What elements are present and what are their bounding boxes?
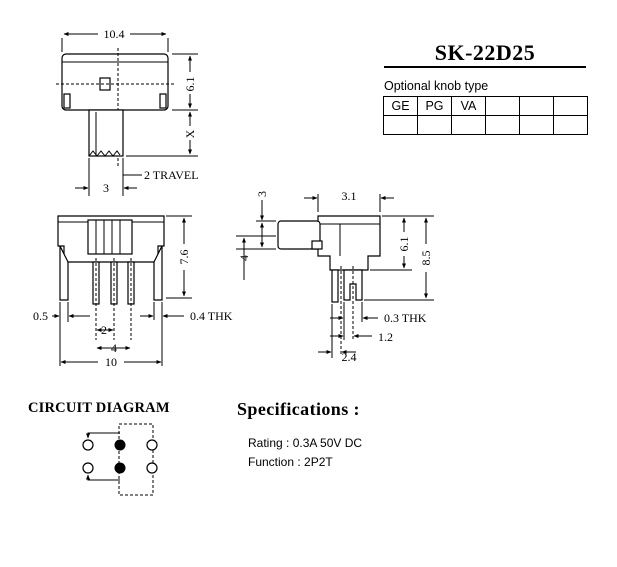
terminal-bottom-left bbox=[82, 462, 94, 474]
top-width-label: 10.4 bbox=[104, 27, 125, 41]
body-width-label: 10 bbox=[105, 355, 117, 369]
top-height-label: 6.1 bbox=[183, 77, 197, 92]
specifications-title: Specifications : bbox=[237, 399, 360, 419]
side-pin-span-label: 2.4 bbox=[342, 350, 357, 364]
knob-type-empty-cell bbox=[451, 115, 486, 135]
side-view: 3.1 3 4 6.1 8.5 0.3 THK 1.2 bbox=[236, 189, 434, 364]
circuit-diagram bbox=[82, 423, 158, 496]
pin-pitch-label: 2 bbox=[101, 323, 107, 337]
pin-thickness-label: 0.4 THK bbox=[190, 309, 233, 323]
terminal-top-left bbox=[82, 439, 94, 451]
circuit-diagram-title: CIRCUIT DIAGRAM bbox=[28, 400, 170, 416]
side-pin-thickness-label: 0.3 THK bbox=[384, 311, 427, 325]
knob-extension-label: X bbox=[183, 129, 197, 138]
knob-type-cell: VA bbox=[451, 96, 486, 116]
front-height-label: 7.6 bbox=[177, 250, 191, 265]
knob-type-cell bbox=[485, 96, 520, 116]
pin-span-label: 4 bbox=[111, 341, 117, 355]
terminal-bottom-right bbox=[146, 462, 158, 474]
rating-text: Rating : 0.3A 50V DC bbox=[248, 436, 363, 450]
knob-type-label: Optional knob type bbox=[384, 79, 489, 93]
side-top-width-label: 3.1 bbox=[342, 189, 357, 203]
knob-type-table: GE PG VA bbox=[383, 96, 588, 135]
knob-type-cell bbox=[519, 96, 554, 116]
side-total-height-label: 8.5 bbox=[419, 251, 433, 266]
knob-type-empty-cell bbox=[417, 115, 452, 135]
knob-width-label: 3 bbox=[103, 181, 109, 195]
travel-label: 2 TRAVEL bbox=[144, 168, 199, 182]
side-pin-gap-label: 1.2 bbox=[378, 330, 393, 344]
top-view: 10.4 6.1 X 3 2 TRAVEL bbox=[56, 27, 199, 196]
terminal-top-right bbox=[146, 439, 158, 451]
knob-type-empty-cell bbox=[383, 115, 418, 135]
front-view: 7.6 0.5 0.4 THK 2 4 10 bbox=[33, 215, 233, 369]
knob-height-label: 4 bbox=[237, 255, 251, 261]
function-text: Function : 2P2T bbox=[248, 455, 333, 469]
title-underline bbox=[384, 66, 586, 68]
pin-width-label: 0.5 bbox=[33, 309, 48, 323]
knob-offset-label: 3 bbox=[255, 191, 269, 197]
side-body-height-label: 6.1 bbox=[397, 237, 411, 252]
terminal-bottom-common bbox=[114, 462, 126, 474]
knob-type-empty-cell bbox=[553, 115, 588, 135]
knob-type-empty-cell bbox=[519, 115, 554, 135]
knob-type-cell bbox=[553, 96, 588, 116]
terminal-top-common bbox=[114, 439, 126, 451]
model-title: SK-22D25 bbox=[434, 40, 536, 65]
knob-type-empty-cell bbox=[485, 115, 520, 135]
knob-type-cell: PG bbox=[417, 96, 452, 116]
knob-type-cell: GE bbox=[383, 96, 418, 116]
